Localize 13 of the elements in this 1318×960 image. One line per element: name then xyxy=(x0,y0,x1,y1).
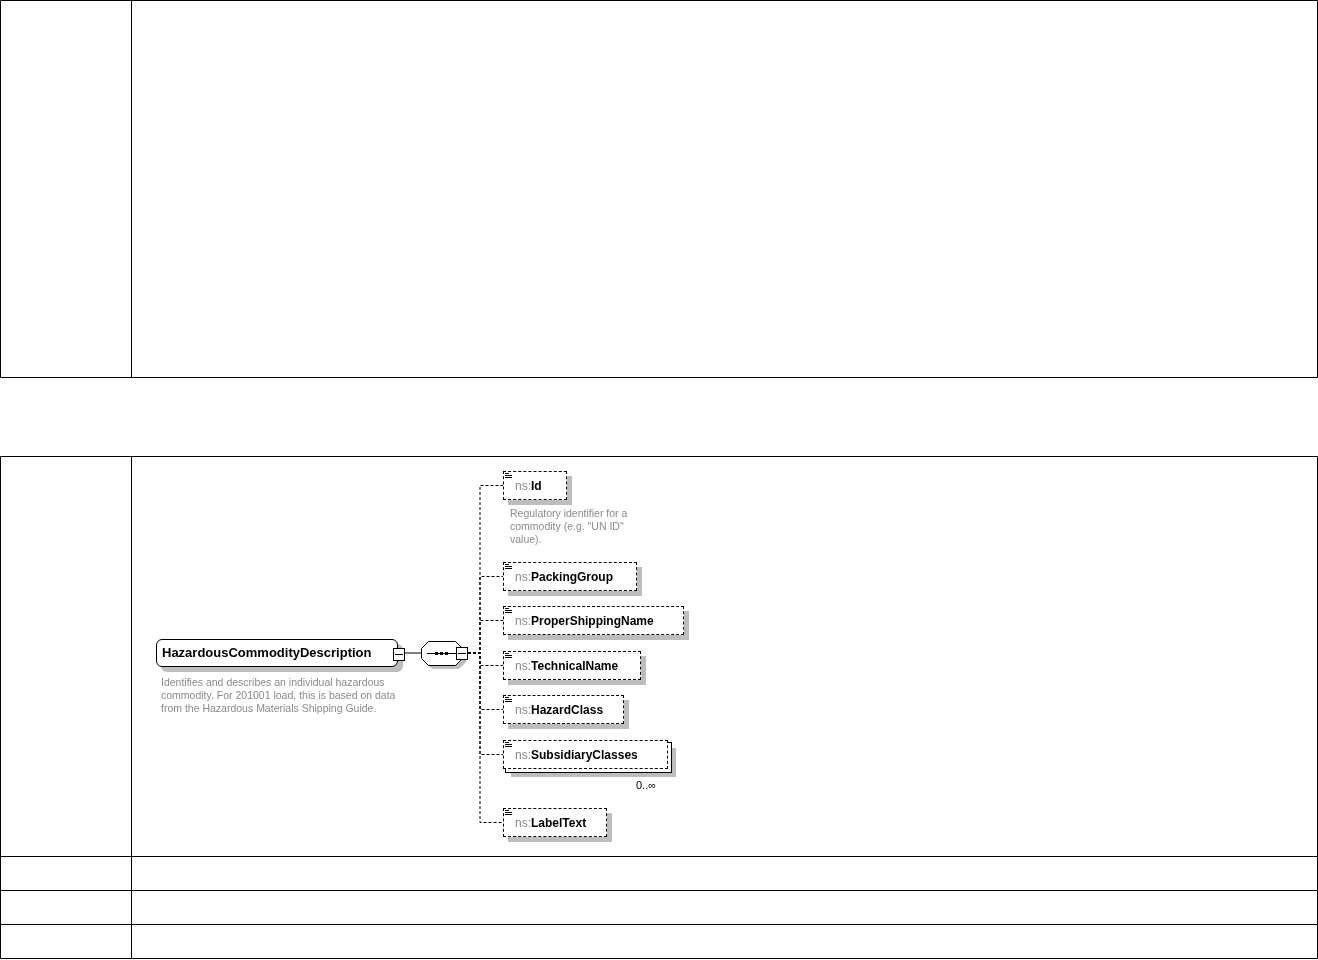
element-name: ns:SubsidiaryClasses xyxy=(515,747,638,764)
element-name: ns:PackingGroup xyxy=(515,569,614,586)
element-name: ns:LabelText xyxy=(515,815,587,832)
connector-line xyxy=(403,652,422,654)
connector-line xyxy=(467,652,504,823)
element-name: ns:TechnicalName xyxy=(515,658,619,675)
element-name: HazardousCommodityDescription xyxy=(162,644,372,662)
annotation-text: Regulatory identifier for a commodity (e.g. "UN ID" value). xyxy=(510,507,629,546)
occurrence-label: 0..∞ xyxy=(636,779,658,792)
element-name: ns:HazardClass xyxy=(515,702,604,719)
element-name: ns:Id xyxy=(515,478,542,495)
annotation-text: Identifies and describes an individual hazardous commodity. For 201001 load, this is based on data from the Hazardous Materials Shipping Guide. xyxy=(161,676,397,715)
element-name: ns:ProperShippingName xyxy=(515,613,654,630)
